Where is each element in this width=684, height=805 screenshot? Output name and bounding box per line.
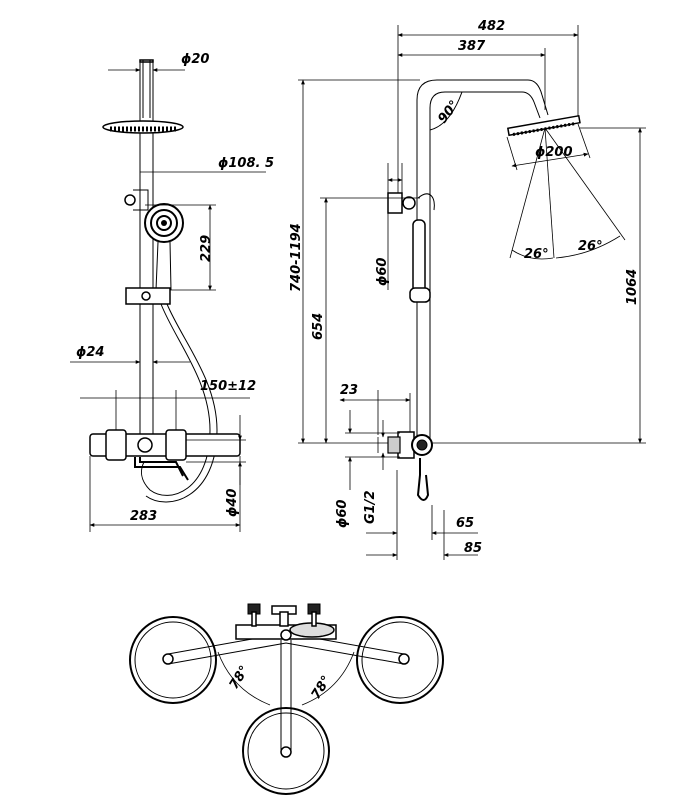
side-view: 482 387 90° ϕ200 26° 26° 740-1194 — [289, 19, 646, 560]
dim-spray-right-label: 26° — [578, 239, 603, 254]
dim-spacing-label: 150±12 — [200, 379, 256, 394]
dim-spray-left-label: 26° — [524, 247, 549, 262]
dim-reach-total-label: 482 — [477, 19, 505, 34]
dim-head-dia-label: ϕ20 — [181, 52, 209, 67]
front-view: ϕ20 ϕ108. 5 229 ϕ24 — [70, 52, 274, 532]
dim-height-total-label: 1064 — [625, 269, 640, 305]
dim-depth-inner-label: 65 — [456, 516, 474, 531]
dim-spout-dia-label: ϕ40 — [225, 489, 240, 517]
dim-depth-outer-label: 85 — [464, 541, 482, 556]
dim-holder-dia-label: ϕ60 — [375, 258, 390, 286]
dim-thread-label: G1/2 — [363, 490, 378, 524]
dim-height-bar-label: 654 — [311, 313, 326, 340]
top-view: 78° 78° — [129, 603, 444, 795]
dim-angle-left-label: 78° — [227, 663, 253, 692]
dim-handshower-dia-label: ϕ108. 5 — [218, 156, 274, 171]
dim-handshower-height-label: 229 — [199, 235, 214, 262]
dim-reach-arm-label: 387 — [458, 39, 486, 54]
dim-height-range-label: 740-1194 — [289, 223, 304, 292]
dim-width-label: 283 — [130, 509, 157, 524]
dim-rail-dia-label: ϕ24 — [76, 345, 104, 360]
dim-flange-dia-label: ϕ60 — [335, 500, 350, 528]
dim-offset-label: 23 — [340, 383, 358, 398]
dim-head-dia-side-label: ϕ200 — [535, 145, 573, 160]
